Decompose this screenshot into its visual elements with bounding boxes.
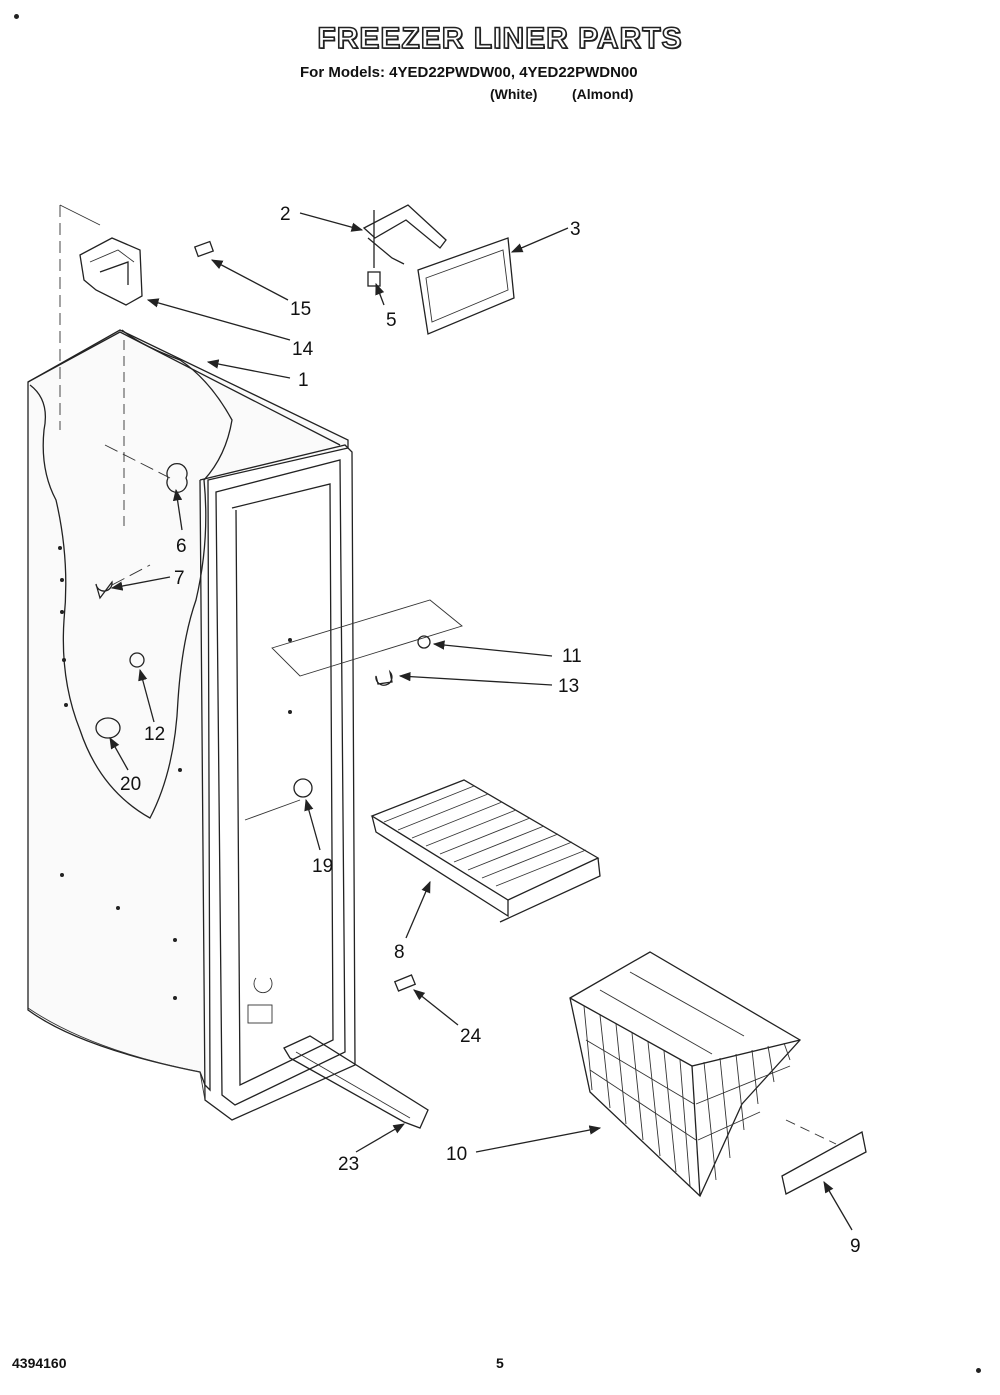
color-white-label: (White) [490,86,538,102]
color-almond-label: (Almond) [572,86,634,102]
callout-8: 8 [394,942,405,963]
corner-mark-bottom-right [976,1368,981,1373]
callout-1: 1 [298,370,309,391]
freezer-liner [27,204,463,1121]
thermostat-parts [375,635,431,686]
screw-15 [193,240,215,258]
callout-5: 5 [386,310,397,331]
callout-3: 3 [570,219,581,240]
callout-23: 23 [338,1154,359,1175]
callout-numbers: 2 3 5 15 14 1 6 7 12 20 19 11 13 8 24 23… [120,204,861,1257]
callout-24: 24 [460,1026,482,1047]
callout-2: 2 [280,204,291,225]
callout-15: 15 [290,299,311,320]
basket-rail [283,1035,429,1129]
callout-11: 11 [562,646,582,667]
callout-19: 19 [312,856,333,877]
callout-10: 10 [446,1144,467,1165]
cover-assembly [362,204,515,335]
screw-24 [393,974,417,992]
models-line: For Models: 4YED22PWDW00, 4YED22PWDN00 [300,64,638,81]
page-number: 5 [496,1355,504,1371]
wire-shelf [370,779,601,923]
wire-basket [569,951,802,1198]
callout-leaders [109,212,853,1231]
callout-12: 12 [144,724,165,745]
upper-hinge-bracket [79,237,143,306]
callout-14: 14 [292,339,314,360]
corner-mark-top-left [14,14,19,19]
callout-7: 7 [174,568,185,589]
callout-9: 9 [850,1236,861,1257]
callout-13: 13 [558,676,579,697]
callout-6: 6 [176,536,187,557]
basket-handle [781,1131,867,1195]
document-number: 4394160 [12,1355,67,1371]
diagram-title: FREEZER LINER PARTS [317,21,683,56]
callout-20: 20 [120,774,141,795]
